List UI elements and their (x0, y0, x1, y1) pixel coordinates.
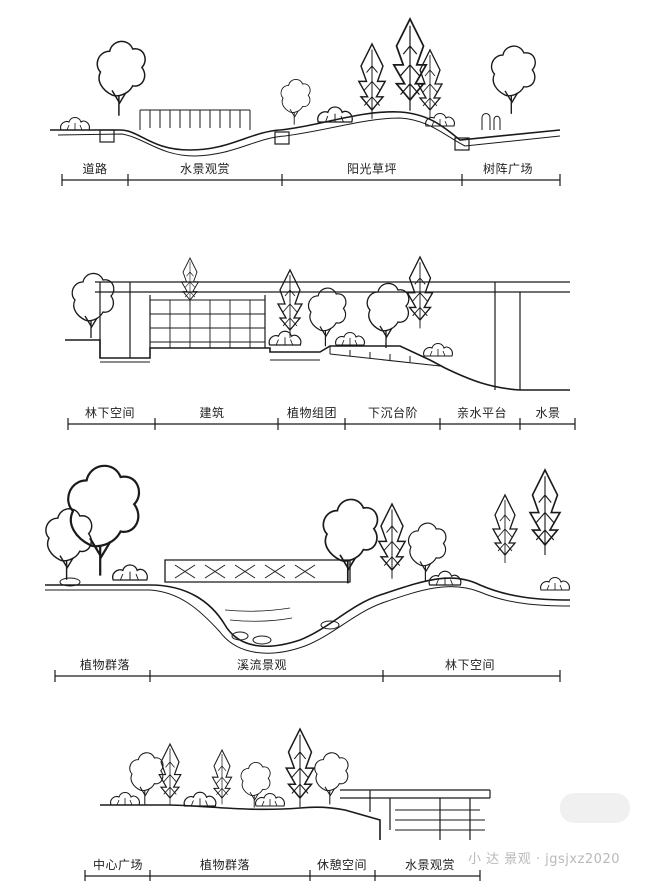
section-4-drawing (100, 728, 491, 840)
section-2-label-under-forest: 林下空间 (84, 406, 136, 420)
watermark-logo (560, 793, 630, 823)
section-3-scale-bar (54, 670, 561, 682)
section-2-scale-bar (67, 418, 576, 430)
section-2-label-sunken-steps: 下沉台阶 (367, 406, 419, 420)
section-1-label-water-view: 水景观赏 (179, 162, 231, 176)
section-1-label-tree-plaza: 树阵广场 (482, 162, 534, 176)
section-2-label-waterfront-platform: 亲水平台 (456, 406, 508, 420)
section-3-label-under-forest: 林下空间 (444, 658, 496, 672)
section-4-label-water-view: 水景观赏 (404, 858, 456, 872)
section-1-scale-bar (61, 174, 561, 186)
section-4-label-plant-community: 植物群落 (199, 858, 251, 872)
section-4-scale-bar (84, 870, 481, 881)
section-1-drawing (50, 17, 561, 157)
section-1-label-sunny-lawn: 阳光草坪 (346, 162, 398, 176)
section-4-label-central-plaza: 中心广场 (92, 858, 144, 872)
section-3-label-plant-community: 植物群落 (79, 658, 131, 672)
section-4-label-rest-area: 休憩空间 (316, 858, 368, 872)
section-2-label-building: 建筑 (199, 406, 225, 420)
section-2-label-plant-group: 植物组团 (286, 406, 338, 420)
section-3-label-stream: 溪流景观 (236, 658, 288, 672)
section-2-label-water-feature: 水景 (535, 406, 561, 420)
watermark-text: 小 达 景观 · jgsjxz2020 (467, 852, 620, 867)
section-1-label-road: 道路 (82, 162, 108, 176)
section-3-drawing (45, 464, 571, 654)
section-2-drawing (65, 256, 570, 391)
